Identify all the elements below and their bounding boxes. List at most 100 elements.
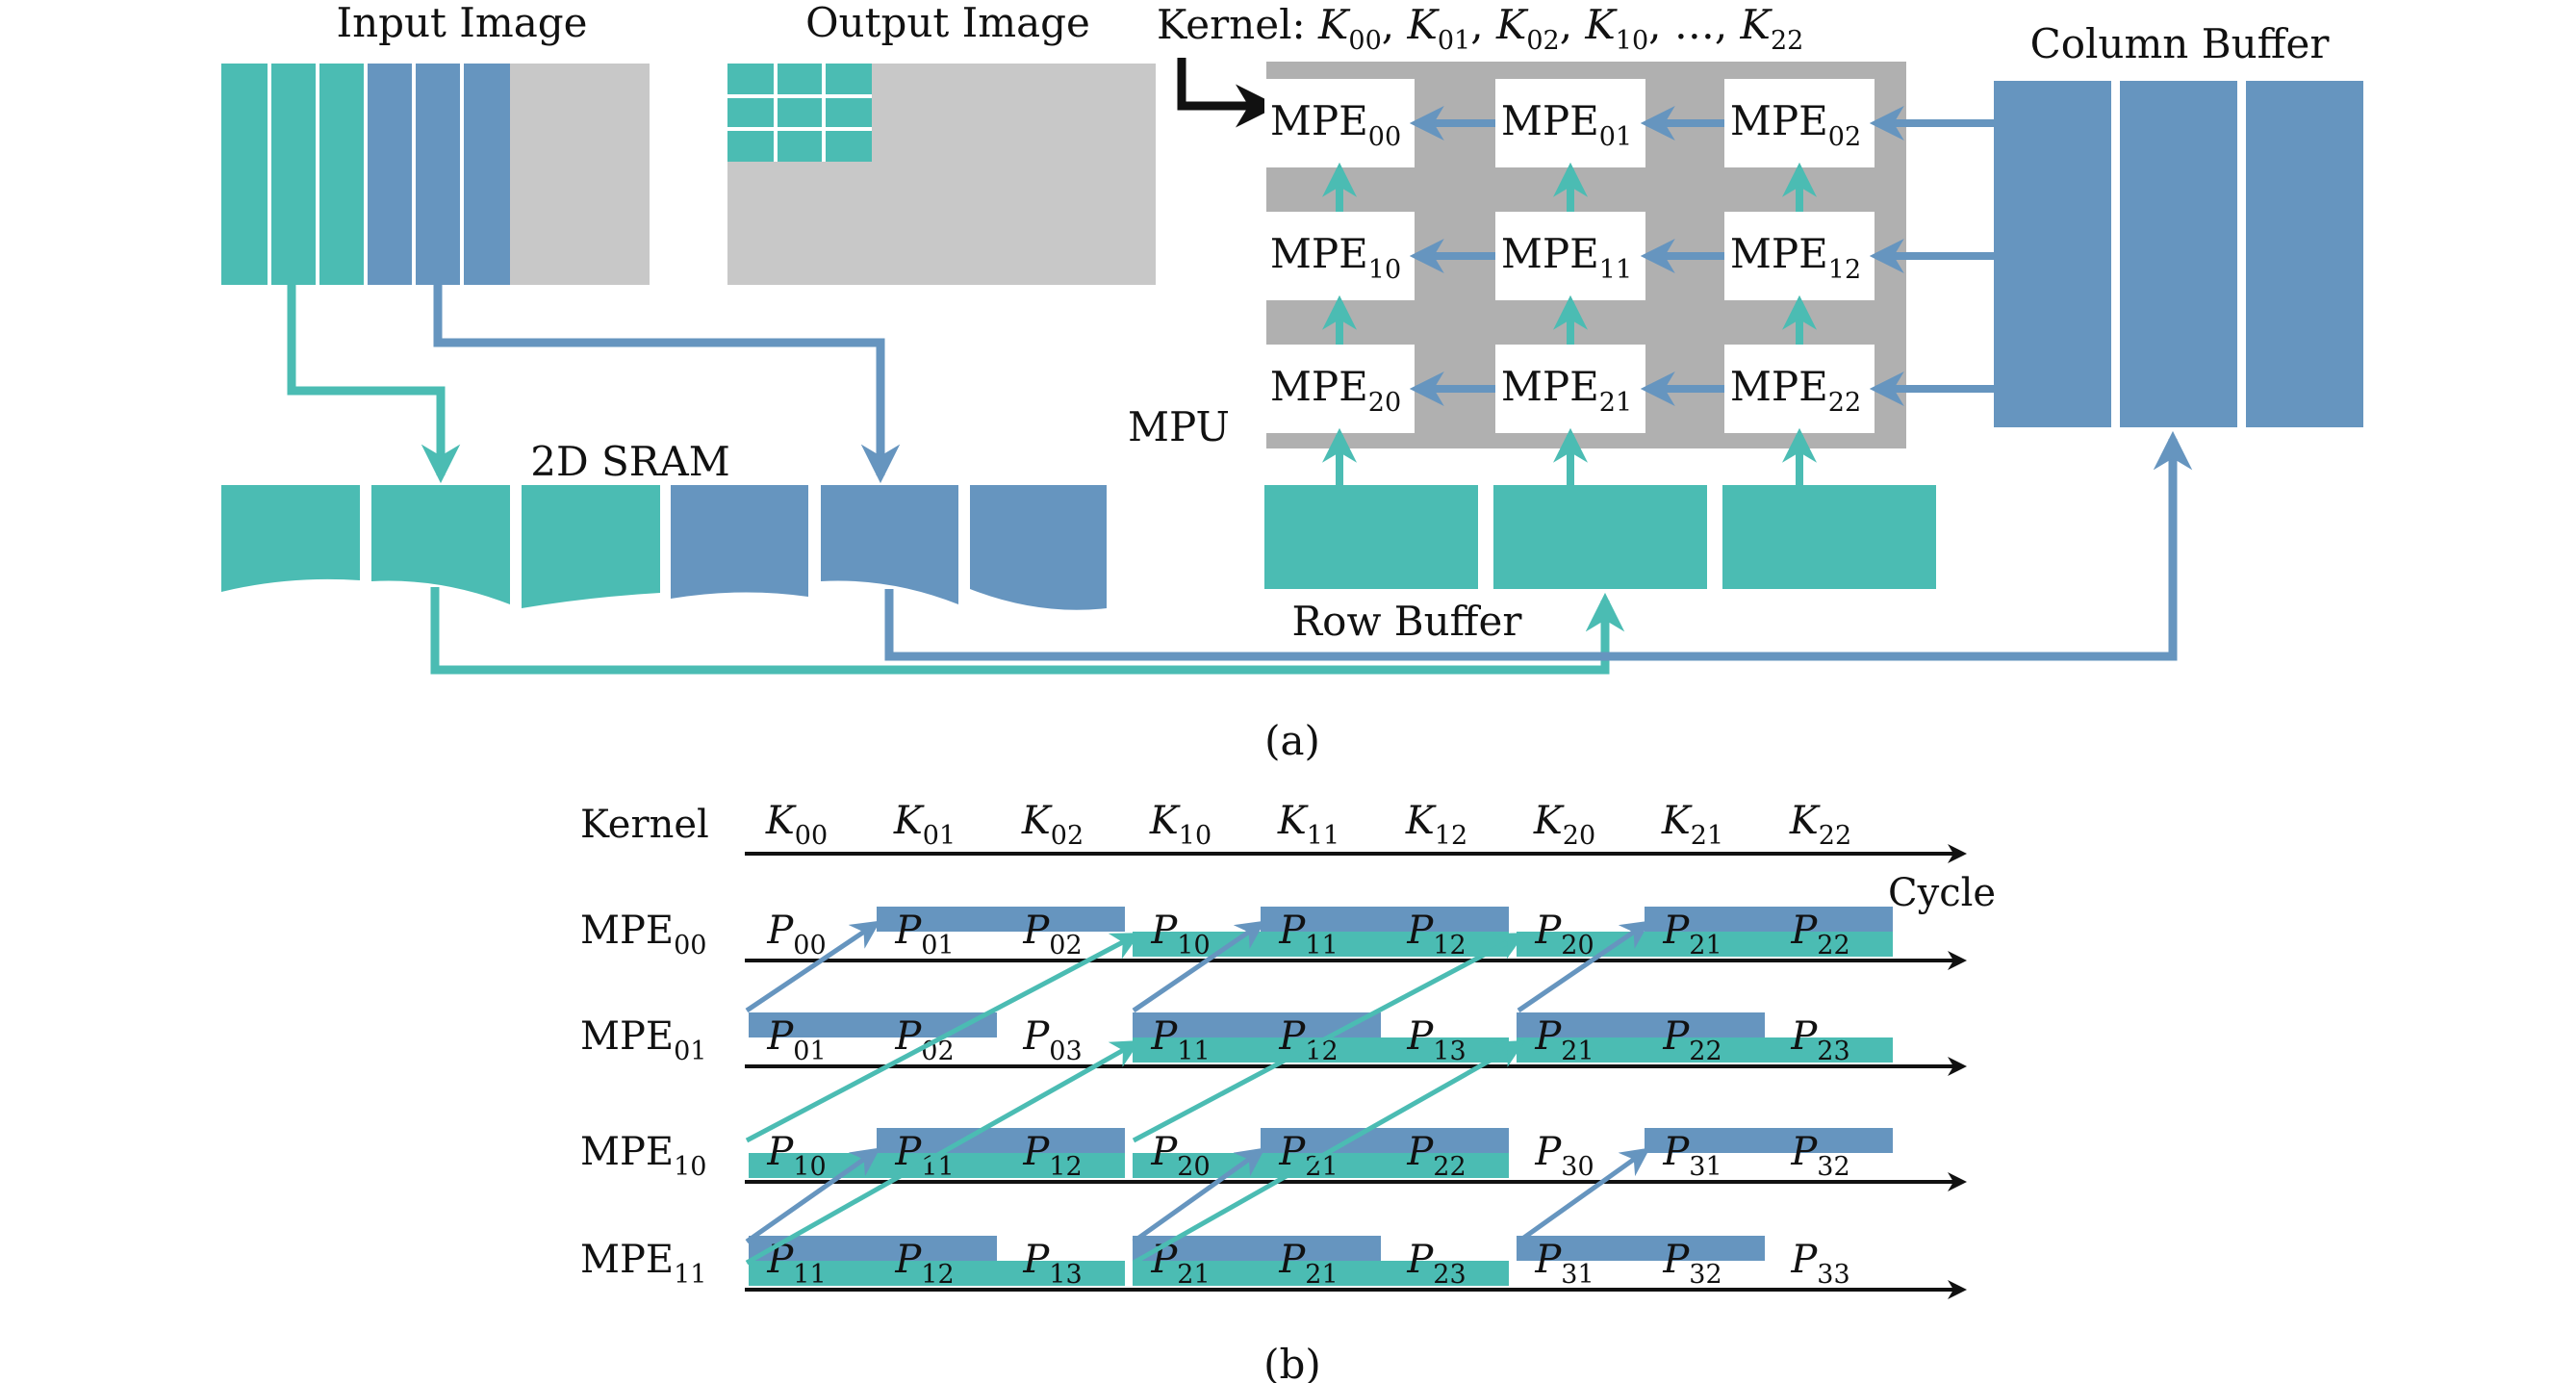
input-image-label: Input Image xyxy=(336,0,587,46)
partial-sum-label: P30 xyxy=(1534,1130,1594,1182)
partial-sum-label: P12 xyxy=(894,1238,954,1290)
kernel-slot-label: K22 xyxy=(1789,799,1851,851)
timeline-bar xyxy=(1261,1128,1509,1153)
sram-to-column-buffer-path xyxy=(884,430,2193,661)
dependency-arrow xyxy=(745,920,880,1013)
sram-to-row-buffer-path xyxy=(430,587,1625,675)
partial-sum-label: P21 xyxy=(1150,1238,1210,1290)
panel-a: Input Image Output Image Kernel: K00, K0… xyxy=(221,0,2363,764)
kernel-row-label: Kernel xyxy=(580,803,709,847)
dependency-arrow xyxy=(1132,1040,1526,1266)
row-buffer-label: Row Buffer xyxy=(1292,598,1523,645)
partial-sum-label: P13 xyxy=(1406,1014,1466,1066)
mpe-box-22 xyxy=(1724,345,1875,433)
partial-sum-label: P31 xyxy=(1662,1130,1722,1182)
partial-sum-label: P23 xyxy=(1406,1238,1466,1290)
input-to-sram-teal-path xyxy=(287,285,461,484)
mpe-label-20: MPE20 xyxy=(1270,363,1401,418)
timeline-bar xyxy=(877,1128,1125,1153)
column-buffer xyxy=(1994,81,2363,427)
timeline-bar xyxy=(1133,932,1509,957)
timeline-bar xyxy=(1517,1236,1765,1261)
mpe-row-label: MPE10 xyxy=(580,1130,706,1182)
partial-sum-label: P20 xyxy=(1534,909,1594,960)
mpe-label-12: MPE12 xyxy=(1730,230,1861,285)
dependency-arrow xyxy=(1132,920,1265,1013)
partial-sum-label: P22 xyxy=(1406,1130,1466,1182)
mpe-row-label: MPE01 xyxy=(580,1014,706,1066)
timeline-bar xyxy=(1261,907,1509,932)
kernel-list-label: Kernel: K00, K01, K02, K10, …, K22 xyxy=(1157,1,1803,56)
mpe-row-label: MPE11 xyxy=(580,1238,706,1290)
timeline-bar xyxy=(877,907,1125,932)
timeline-bar xyxy=(1645,907,1893,932)
kernel-slot-label: K01 xyxy=(893,799,956,851)
output-image-tile xyxy=(727,64,872,162)
pipeline-timeline: K00 K01 K02 K10 K11 K12 K20 K21 K22MPE00MPE01MPE… xyxy=(580,799,1967,1299)
partial-sum-label: P02 xyxy=(894,1014,954,1066)
kernel-input-arrow xyxy=(1177,58,1279,128)
output-image xyxy=(727,64,1156,285)
kernel-slot-label: K02 xyxy=(1021,799,1084,851)
partial-sum-label: P22 xyxy=(1662,1014,1722,1066)
input-image-blue-columns xyxy=(366,64,510,285)
partial-sum-label: P12 xyxy=(1406,909,1466,960)
partial-sum-label: P03 xyxy=(1022,1014,1082,1066)
sram-label: 2D SRAM xyxy=(530,438,729,485)
dependency-arrow xyxy=(745,933,1141,1143)
mpe-label-11: MPE11 xyxy=(1501,230,1632,285)
partial-sum-label: P11 xyxy=(1278,909,1338,960)
dependency-arrow xyxy=(745,1147,880,1244)
partial-sum-label: P01 xyxy=(894,909,954,960)
timeline-bar xyxy=(1517,1012,1765,1037)
row-buffer xyxy=(1264,485,1936,589)
input-image-teal-columns xyxy=(221,64,366,285)
column-buffer-label: Column Buffer xyxy=(2030,20,2331,67)
caption-b: (b) xyxy=(1263,1341,1321,1383)
dependency-arrow xyxy=(1517,920,1650,1013)
partial-sum-label: P23 xyxy=(1790,1014,1849,1066)
timeline-bar xyxy=(1133,1261,1509,1286)
kernel-slot-label: K10 xyxy=(1149,799,1211,851)
partial-sum-label: P10 xyxy=(766,1130,826,1182)
timeline-bar xyxy=(749,1261,1125,1286)
partial-sum-label: P33 xyxy=(1790,1238,1849,1290)
mpe-row-label: MPE00 xyxy=(580,909,706,960)
mpe-box-12 xyxy=(1724,212,1875,300)
mpe-box-10 xyxy=(1264,212,1415,300)
kernel-slot-label: K11 xyxy=(1277,799,1339,851)
partial-sum-label: P32 xyxy=(1662,1238,1722,1290)
dependency-arrow xyxy=(745,1040,1141,1266)
kernel-slot-label: K20 xyxy=(1533,799,1595,851)
partial-sum-label: P01 xyxy=(766,1014,826,1066)
kernel-slot-label: K21 xyxy=(1661,799,1723,851)
mpu-label: MPU xyxy=(1128,403,1230,450)
output-image-label: Output Image xyxy=(805,0,1090,46)
partial-sum-label: P20 xyxy=(1150,1130,1210,1182)
partial-sum-label: P21 xyxy=(1662,909,1722,960)
partial-sum-label: P11 xyxy=(1150,1014,1210,1066)
timeline-bar xyxy=(749,1012,997,1037)
kernel-slot-label: K00 xyxy=(765,799,828,851)
partial-sum-label: P12 xyxy=(1022,1130,1082,1182)
input-image xyxy=(221,64,650,285)
kernel-slot-label: K12 xyxy=(1405,799,1467,851)
timeline-bar xyxy=(1645,1128,1893,1153)
partial-sum-label: P11 xyxy=(766,1238,826,1290)
timeline-bar xyxy=(1517,932,1893,957)
partial-sum-label: P00 xyxy=(766,909,826,960)
partial-sum-label: P13 xyxy=(1022,1238,1082,1290)
mpe-label-22: MPE22 xyxy=(1730,363,1861,418)
mpe-label-01: MPE01 xyxy=(1501,97,1632,152)
partial-sum-label: P31 xyxy=(1534,1238,1594,1290)
mpe-label-00: MPE00 xyxy=(1270,97,1401,152)
mpe-box-20 xyxy=(1264,345,1415,433)
mpe-box-00 xyxy=(1264,79,1415,167)
partial-sum-label: P21 xyxy=(1534,1014,1594,1066)
timeline-bar xyxy=(1517,1037,1893,1063)
dependency-arrow xyxy=(1517,1147,1650,1244)
input-to-sram-blue-path xyxy=(433,285,901,484)
